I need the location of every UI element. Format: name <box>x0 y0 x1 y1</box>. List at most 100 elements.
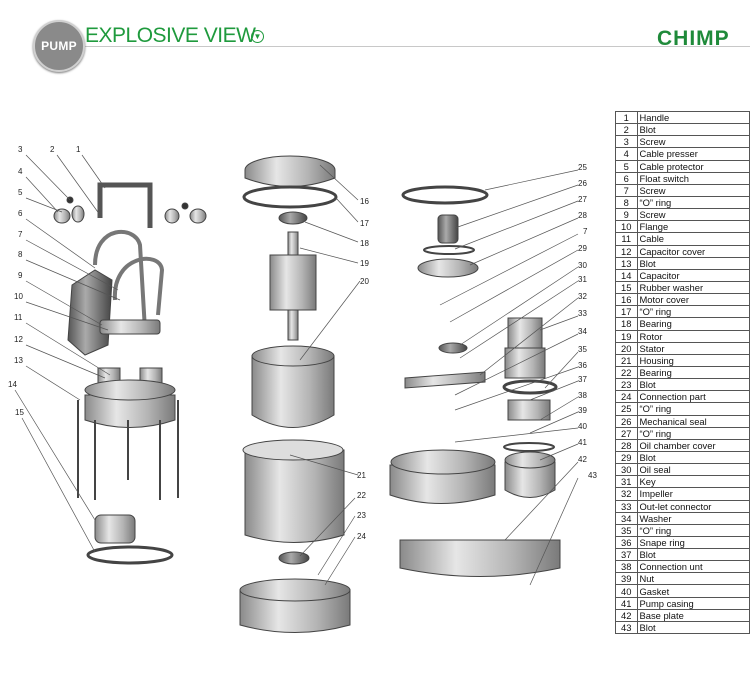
callout-label: 7 <box>583 227 588 236</box>
part-number: 34 <box>615 511 638 525</box>
part-name: Key <box>636 475 750 489</box>
part-name: Mechanical seal <box>636 414 750 428</box>
part-number: 19 <box>615 329 638 343</box>
callout-label: 35 <box>578 345 587 354</box>
callout-label: 33 <box>578 309 587 318</box>
callout-label: 25 <box>578 163 587 172</box>
part-number: 10 <box>615 220 638 234</box>
middle-assembly <box>239 155 351 633</box>
callout-label: 24 <box>357 532 366 541</box>
part-name: “O” ring <box>636 523 750 537</box>
part-number: 15 <box>615 280 638 295</box>
brand-logo: CHIMP <box>657 27 730 50</box>
part-name: Blot <box>636 378 750 392</box>
part-number: 14 <box>615 268 638 282</box>
callout-label: 8 <box>18 250 23 259</box>
callout-label: 14 <box>8 380 17 389</box>
callout-label: 1 <box>76 145 81 154</box>
part-name: Blot <box>636 548 750 562</box>
callout-label: 2 <box>50 145 55 154</box>
part-number: 24 <box>615 390 638 404</box>
part-number: 20 <box>615 341 638 355</box>
part-name: Stator <box>636 341 750 355</box>
parts-row: 27“O” ring <box>615 426 750 440</box>
part-name: Screw <box>636 135 750 149</box>
part-name: Out-let connector <box>636 499 750 513</box>
part-number: 18 <box>615 317 638 331</box>
callout-label: 32 <box>578 292 587 301</box>
part-name: Blot <box>636 620 750 635</box>
part-number: 8 <box>615 195 638 210</box>
part-number: 2 <box>615 123 638 137</box>
part-number: 30 <box>615 463 638 477</box>
part-number: 16 <box>615 293 638 307</box>
callout-label: 22 <box>357 491 366 500</box>
callout-label: 12 <box>14 335 23 344</box>
callout-label: 18 <box>360 239 369 248</box>
part-name: “O” ring <box>636 402 750 416</box>
part-name: Bearing <box>636 365 750 380</box>
callout-label: 9 <box>18 271 23 280</box>
part-name: Blot <box>636 450 750 465</box>
part-number: 26 <box>615 414 638 428</box>
part-name: Snape ring <box>636 535 750 550</box>
part-number: 42 <box>615 608 638 622</box>
callout-label: 4 <box>18 167 23 176</box>
callout-label: 37 <box>578 375 587 384</box>
part-number: 4 <box>615 147 638 161</box>
part-name: Screw <box>636 208 750 222</box>
part-number: 38 <box>615 560 638 574</box>
callout-label: 40 <box>578 422 587 431</box>
callout-label: 43 <box>588 471 597 480</box>
part-number: 21 <box>615 353 638 367</box>
part-number: 33 <box>615 499 638 513</box>
callout-label: 31 <box>578 275 587 284</box>
part-number: 12 <box>615 244 638 258</box>
part-name: Motor cover <box>636 293 750 307</box>
part-number: 40 <box>615 584 638 598</box>
part-name: Bearing <box>636 317 750 331</box>
callout-label: 6 <box>18 209 23 218</box>
callout-label: 10 <box>14 292 23 301</box>
part-number: 43 <box>615 620 638 635</box>
part-name: “O” ring <box>636 195 750 210</box>
part-number: 28 <box>615 438 638 452</box>
part-name: “O” ring <box>636 305 750 319</box>
chevron-down-icon[interactable]: ▼ <box>251 30 264 43</box>
part-name: Pump casing <box>636 596 750 610</box>
callout-label: 38 <box>578 391 587 400</box>
header: PUMP EXPLOSIVE VIEW ▼ CHIMP <box>0 0 750 72</box>
part-number: 9 <box>615 208 638 222</box>
part-number: 37 <box>615 548 638 562</box>
part-name: Capacitor <box>636 268 750 282</box>
part-name: Float switch <box>636 171 750 185</box>
part-number: 35 <box>615 523 638 537</box>
part-name: Handle <box>636 110 750 125</box>
part-name: Cable protector <box>636 159 750 173</box>
part-number: 29 <box>615 450 638 465</box>
part-name: Cable presser <box>636 147 750 161</box>
